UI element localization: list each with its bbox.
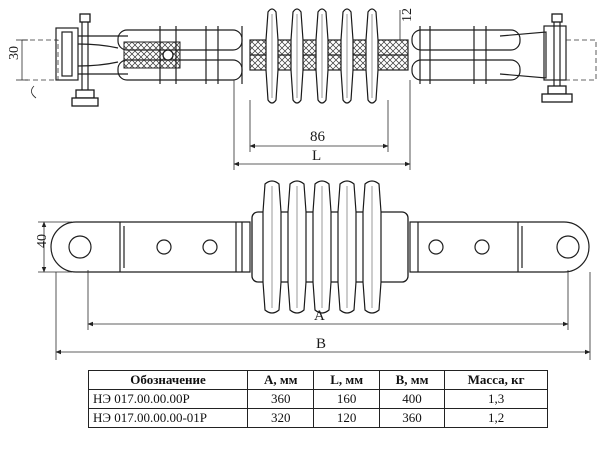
cell-mass: 1,3: [444, 389, 548, 409]
cell-a: 360: [246, 389, 315, 409]
cell-designation: НЭ 017.00.00.00Р: [88, 389, 248, 409]
cell-a: 320: [246, 408, 315, 428]
header-b-mm: В, мм: [378, 370, 446, 390]
cell-designation: НЭ 017.00.00.00-01Р: [88, 408, 248, 428]
dim-86-label: 86: [310, 129, 326, 145]
front-view-sheds: [262, 180, 382, 314]
left-strap: [50, 221, 251, 273]
cell-l: 120: [313, 408, 380, 428]
header-a-mm: А, мм: [246, 370, 315, 390]
cell-b: 360: [378, 408, 446, 428]
dim-30-label: 30: [7, 46, 22, 60]
dim-86: 86: [249, 100, 389, 152]
right-end-fitting: [411, 13, 597, 103]
table-row: НЭ 017.00.00.00-01Р 320 120 360 1,2: [88, 408, 548, 428]
cell-l: 160: [313, 389, 380, 409]
header-designation: Обозначение: [88, 370, 248, 390]
dim-40-label: 40: [35, 234, 50, 248]
cell-b: 400: [378, 389, 446, 409]
dim-A: A: [87, 270, 569, 330]
header-mass-kg: Масса, кг: [444, 370, 548, 390]
dim-30: 30: [7, 39, 28, 81]
dim-12: 12: [399, 8, 415, 40]
dim-B-label: B: [316, 336, 326, 352]
table-header-row: Обозначение А, мм L, мм В, мм Масса, кг: [88, 370, 548, 390]
left-end-fitting: [22, 13, 128, 107]
dim-B: B: [55, 272, 591, 360]
left-link: [117, 26, 243, 84]
dim-A-label: A: [314, 308, 325, 324]
cell-mass: 1,2: [444, 408, 548, 428]
dim-L: L: [233, 80, 411, 170]
header-l-mm: L, мм: [313, 370, 380, 390]
dim-L-label: L: [312, 148, 321, 164]
spec-table: Обозначение А, мм L, мм В, мм Масса, кг …: [88, 370, 548, 428]
top-view-sheds: [265, 8, 379, 104]
right-strap: [409, 221, 590, 273]
dim-12-label: 12: [400, 8, 415, 22]
dim-40: 40: [35, 221, 72, 273]
table-row: НЭ 017.00.00.00Р 360 160 400 1,3: [88, 389, 548, 409]
